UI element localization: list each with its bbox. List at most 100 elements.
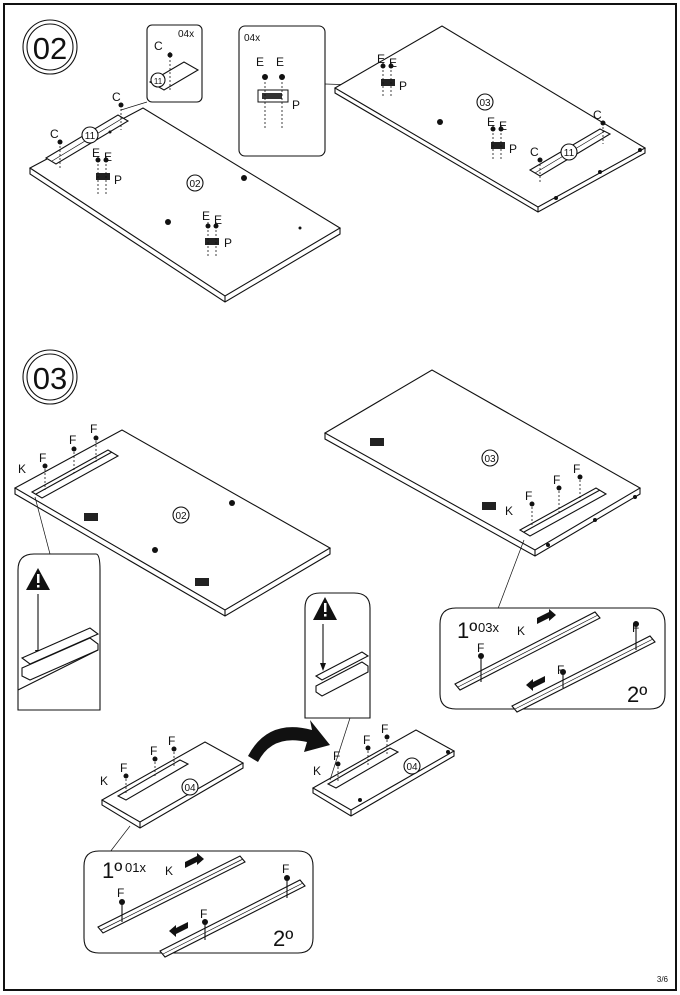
screw-label-f: F	[573, 462, 580, 476]
screw-label-f: F	[477, 641, 484, 655]
bracket-label-p: P	[114, 173, 122, 187]
bracket-label-p: P	[292, 98, 300, 112]
screw-label-f: F	[117, 886, 124, 900]
drawer-label-04: 04	[406, 762, 418, 773]
detail-inset-c: 04x C 11	[120, 24, 203, 111]
quantity-label: 01x	[125, 860, 146, 875]
slide-rail-icon	[116, 759, 190, 801]
screw-label-c: C	[50, 127, 59, 141]
page-number: 3/6	[657, 975, 669, 984]
bracket-label-p: P	[224, 236, 232, 250]
arrow-icon	[185, 853, 204, 868]
bracket-icon	[482, 502, 496, 510]
panel-label-03: 03	[484, 454, 496, 465]
panel-label-03: 03	[479, 98, 491, 109]
fastener-label-k: K	[100, 774, 108, 788]
part-label-11: 11	[564, 148, 575, 159]
step-number: 02	[33, 31, 67, 66]
warning-icon	[313, 597, 337, 620]
warning-detail-middle	[304, 592, 371, 781]
bracket-icon	[380, 62, 395, 98]
fastener-label-k: K	[313, 764, 321, 778]
order-label-first: 1º	[102, 858, 122, 883]
step-03: 03 K F F F 02	[13, 349, 666, 958]
screw-label-f: F	[381, 722, 388, 736]
screw-label-c: C	[154, 39, 163, 53]
fastener-label-k: K	[165, 864, 173, 878]
part-label-11: 11	[85, 131, 96, 142]
screw-label-e: E	[256, 55, 264, 69]
screw-label-c: C	[530, 145, 539, 159]
page-border	[3, 3, 677, 991]
screw-label-f: F	[90, 422, 97, 436]
quantity-label: 04x	[244, 33, 260, 44]
curved-arrow-icon	[248, 720, 330, 762]
screw-label-f: F	[553, 473, 560, 487]
screw-label-f: F	[150, 744, 157, 758]
bracket-label-p: P	[509, 142, 517, 156]
panel-02: 11 C C 02 E E P E	[28, 90, 342, 303]
bracket-icon	[370, 438, 384, 446]
detail-inset-ep: 04x E E P	[238, 25, 389, 157]
panel-03: 03 K F F F	[323, 369, 642, 557]
bracket-icon	[257, 74, 289, 130]
drawer-label-04: 04	[184, 783, 196, 794]
drawer-bottom-04: 04 K F F F	[311, 722, 456, 817]
screw-label-c: C	[593, 108, 602, 122]
drawer-bottom-04: 04 K F F F	[100, 734, 245, 829]
screw-label-e: E	[276, 55, 284, 69]
step-number: 03	[33, 361, 67, 396]
screw-label-c: C	[112, 90, 121, 104]
screw-label-e: E	[214, 213, 222, 227]
fastener-label-k: K	[18, 462, 26, 476]
order-label-first: 1º	[457, 618, 477, 643]
slide-rail-icon	[326, 747, 400, 789]
panel-03: 03 11 C C E E P E E P	[333, 25, 647, 213]
screw-label-f: F	[363, 733, 370, 747]
screw-label-f: F	[525, 489, 532, 503]
fastener-label-k: K	[505, 504, 513, 518]
slide-rail-icon	[523, 489, 601, 533]
step-02: 02 11 C C 02 E	[22, 19, 647, 303]
warning-detail-left	[17, 496, 101, 711]
screw-label-f: F	[557, 663, 564, 677]
screw-label-e: E	[389, 56, 397, 70]
panel-label-02: 02	[189, 179, 201, 190]
bracket-icon	[95, 156, 110, 195]
bracket-icon	[195, 578, 209, 586]
order-label-second: 2º	[627, 682, 647, 707]
rail-detail-right: 1º 03x K F F F 2º	[439, 539, 666, 713]
bracket-icon	[490, 125, 505, 160]
screw-label-f: F	[120, 761, 127, 775]
screw-icon	[478, 621, 639, 688]
screw-label-e: E	[377, 52, 385, 66]
screw-label-f: F	[69, 433, 76, 447]
screw-label-e: E	[499, 119, 507, 133]
order-label-second: 2º	[273, 926, 293, 951]
part-label-11: 11	[154, 77, 163, 86]
screw-icon	[57, 102, 124, 168]
screw-label-e: E	[487, 115, 495, 129]
screw-label-f: F	[200, 907, 207, 921]
screw-label-f: F	[282, 862, 289, 876]
panel-label-02: 02	[175, 511, 187, 522]
screw-label-f: F	[168, 734, 175, 748]
bracket-label-p: P	[399, 79, 407, 93]
bracket-icon	[84, 513, 98, 521]
screw-label-e: E	[92, 146, 100, 160]
slide-rail-icon	[97, 855, 306, 958]
screw-label-e: E	[202, 209, 210, 223]
fastener-label-k: K	[517, 624, 525, 638]
bracket-icon	[205, 222, 219, 258]
arrow-icon	[526, 676, 545, 691]
warning-icon	[26, 568, 50, 590]
quantity-label: 04x	[178, 29, 194, 40]
arrow-icon	[537, 609, 556, 624]
screw-label-f: F	[39, 451, 46, 465]
quantity-label: 03x	[478, 620, 499, 635]
screw-icon	[119, 875, 290, 940]
screw-label-f: F	[333, 749, 340, 763]
arrow-icon	[169, 922, 188, 937]
panel-02: K F F F 02	[13, 422, 332, 617]
